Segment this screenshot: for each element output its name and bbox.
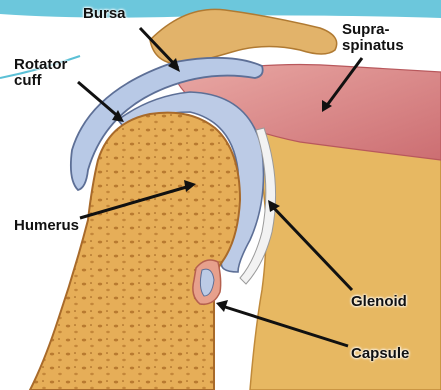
label-bursa: Bursa bbox=[83, 6, 126, 22]
label-capsule: Capsule bbox=[351, 346, 409, 362]
acromion-bone bbox=[150, 9, 337, 64]
label-glenoid: Glenoid bbox=[351, 294, 407, 310]
label-supraspinatus: Supra- spinatus bbox=[342, 22, 404, 54]
humerus-bone bbox=[30, 113, 240, 390]
label-rotator-cuff: Rotator cuff bbox=[14, 57, 67, 89]
label-humerus: Humerus bbox=[14, 218, 79, 234]
